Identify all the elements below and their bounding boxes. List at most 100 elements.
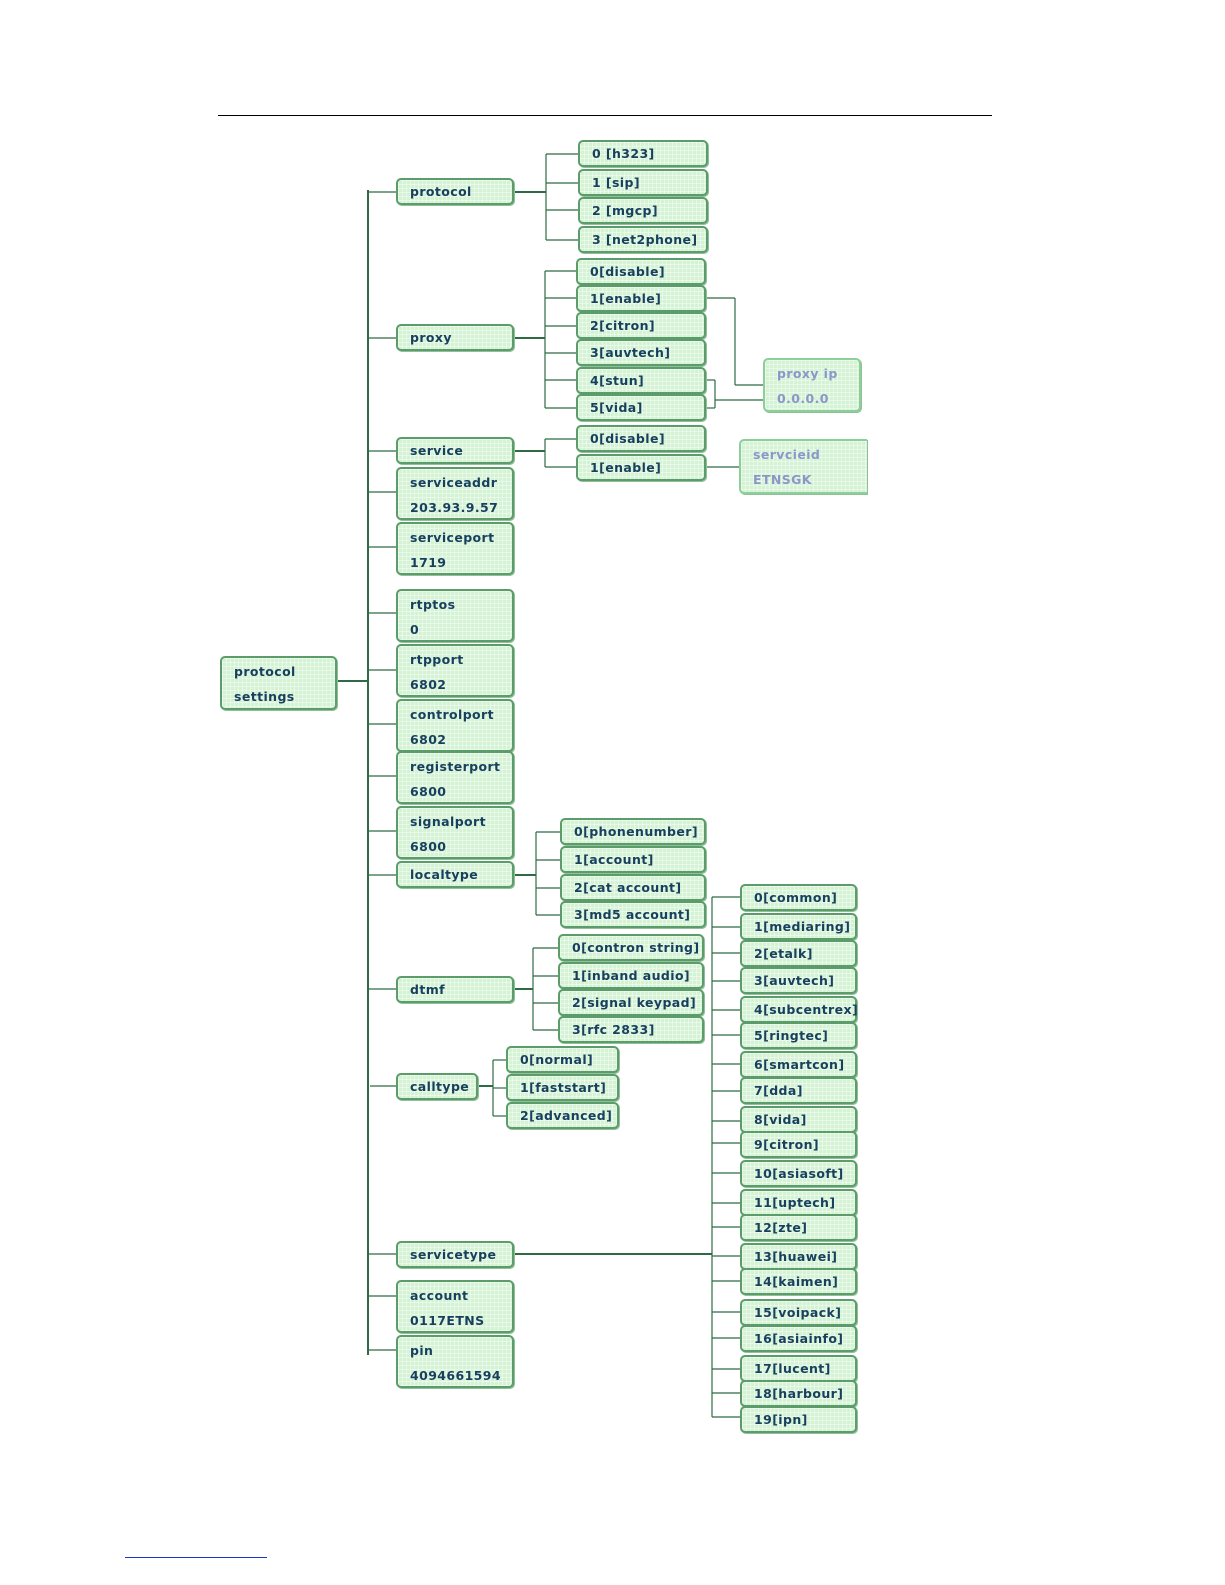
servicetype-option[interactable]: 5[ringtec]: [740, 1022, 857, 1049]
node-account[interactable]: account 0117ETNS: [396, 1280, 514, 1333]
proxy-option[interactable]: 0[disable]: [576, 258, 706, 285]
service-option[interactable]: 0[disable]: [576, 425, 706, 452]
service-id-node[interactable]: servcieid ETNSGK: [739, 439, 867, 494]
option-label: 0 [h323]: [592, 146, 655, 161]
node-rtpport[interactable]: rtpport 6802: [396, 644, 514, 697]
node-serviceaddr-label: serviceaddr: [410, 475, 498, 490]
dtmf-option[interactable]: 1[inband audio]: [558, 962, 704, 989]
node-localtype[interactable]: localtype: [396, 861, 514, 888]
option-label: 1 [sip]: [592, 175, 640, 190]
root-title: protocol: [234, 664, 296, 679]
node-dtmf[interactable]: dtmf: [396, 976, 514, 1003]
node-signalport[interactable]: signalport 6800: [396, 806, 514, 859]
option-label: 1[inband audio]: [572, 968, 691, 983]
node-calltype-label: calltype: [410, 1079, 470, 1094]
localtype-option[interactable]: 3[md5 account]: [560, 901, 706, 928]
servicetype-option[interactable]: 10[asiasoft]: [740, 1160, 857, 1187]
node-registerport[interactable]: registerport 6800: [396, 751, 514, 804]
option-label: 5[ringtec]: [754, 1028, 829, 1043]
node-service[interactable]: service: [396, 437, 514, 464]
option-label: 2[etalk]: [754, 946, 813, 961]
calltype-option[interactable]: 1[faststart]: [506, 1074, 619, 1101]
option-label: 3[auvtech]: [590, 345, 671, 360]
dtmf-option[interactable]: 3[rfc 2833]: [558, 1016, 704, 1043]
option-label: 11[uptech]: [754, 1195, 836, 1210]
node-pin-value: 4094661594: [410, 1368, 501, 1383]
servicetype-option[interactable]: 6[smartcon]: [740, 1051, 857, 1078]
node-controlport-value: 6802: [410, 732, 447, 747]
node-controlport[interactable]: controlport 6802: [396, 699, 514, 752]
option-label: 1[faststart]: [520, 1080, 607, 1095]
proxy-option[interactable]: 4[stun]: [576, 367, 706, 394]
localtype-option[interactable]: 1[account]: [560, 846, 706, 873]
node-rtpport-label: rtpport: [410, 652, 464, 667]
servicetype-option[interactable]: 0[common]: [740, 884, 857, 911]
servicetype-option[interactable]: 3[auvtech]: [740, 967, 857, 994]
servicetype-option[interactable]: 13[huawei]: [740, 1243, 857, 1270]
localtype-option[interactable]: 0[phonenumber]: [560, 818, 706, 845]
option-label: 1[enable]: [590, 460, 662, 475]
servicetype-option[interactable]: 1[mediaring]: [740, 913, 857, 940]
node-serviceaddr[interactable]: serviceaddr 203.93.9.57: [396, 467, 514, 520]
servicetype-option[interactable]: 15[voipack]: [740, 1299, 857, 1326]
protocol-option[interactable]: 0 [h323]: [578, 140, 708, 167]
servicetype-option[interactable]: 14[kaimen]: [740, 1268, 857, 1295]
node-rtptos[interactable]: rtptos 0: [396, 589, 514, 642]
option-label: 5[vida]: [590, 400, 643, 415]
option-label: 0[disable]: [590, 264, 665, 279]
servicetype-option[interactable]: 11[uptech]: [740, 1189, 857, 1216]
node-serviceport[interactable]: serviceport 1719: [396, 522, 514, 575]
service-option[interactable]: 1[enable]: [576, 454, 706, 481]
node-servicetype-label: servicetype: [410, 1247, 497, 1262]
dtmf-option[interactable]: 0[contron string]: [558, 934, 704, 961]
option-label: 4[stun]: [590, 373, 645, 388]
node-servicetype[interactable]: servicetype: [396, 1241, 514, 1268]
root-node[interactable]: protocol settings: [220, 656, 337, 710]
servicetype-option[interactable]: 9[citron]: [740, 1131, 857, 1158]
proxy-option[interactable]: 5[vida]: [576, 394, 706, 421]
protocol-option[interactable]: 1 [sip]: [578, 169, 708, 196]
option-label: 1[enable]: [590, 291, 662, 306]
proxy-option[interactable]: 3[auvtech]: [576, 339, 706, 366]
service-id-label: servcieid: [753, 447, 821, 462]
servicetype-option[interactable]: 8[vida]: [740, 1106, 857, 1133]
node-pin[interactable]: pin 4094661594: [396, 1335, 514, 1388]
servicetype-option[interactable]: 17[lucent]: [740, 1355, 857, 1382]
servicetype-option[interactable]: 18[harbour]: [740, 1380, 857, 1407]
option-label: 0[common]: [754, 890, 838, 905]
servicetype-option[interactable]: 7[dda]: [740, 1077, 857, 1104]
calltype-option[interactable]: 2[advanced]: [506, 1102, 619, 1129]
node-protocol[interactable]: protocol: [396, 178, 514, 205]
proxy-option[interactable]: 2[citron]: [576, 312, 706, 339]
option-label: 4[subcentrex]: [754, 1002, 859, 1017]
option-label: 14[kaimen]: [754, 1274, 839, 1289]
dtmf-option[interactable]: 2[signal keypad]: [558, 989, 704, 1016]
node-proxy-label: proxy: [410, 330, 452, 345]
proxy-option[interactable]: 1[enable]: [576, 285, 706, 312]
servicetype-option[interactable]: 16[asiainfo]: [740, 1325, 857, 1352]
proxy-ip-node[interactable]: proxy ip 0.0.0.0: [763, 358, 861, 412]
node-registerport-value: 6800: [410, 784, 447, 799]
option-label: 7[dda]: [754, 1083, 803, 1098]
option-label: 9[citron]: [754, 1137, 820, 1152]
node-calltype[interactable]: calltype: [396, 1073, 478, 1100]
option-label: 3[rfc 2833]: [572, 1022, 655, 1037]
option-label: 8[vida]: [754, 1112, 807, 1127]
protocol-option[interactable]: 2 [mgcp]: [578, 197, 708, 224]
option-label: 13[huawei]: [754, 1249, 838, 1264]
servicetype-option[interactable]: 12[zte]: [740, 1214, 857, 1241]
option-label: 0[contron string]: [572, 940, 700, 955]
node-dtmf-label: dtmf: [410, 982, 445, 997]
protocol-option[interactable]: 3 [net2phone]: [578, 226, 708, 253]
node-proxy[interactable]: proxy: [396, 324, 514, 351]
option-label: 2 [mgcp]: [592, 203, 659, 218]
calltype-option[interactable]: 0[normal]: [506, 1046, 619, 1073]
localtype-option[interactable]: 2[cat account]: [560, 874, 706, 901]
node-serviceport-value: 1719: [410, 555, 447, 570]
servicetype-option[interactable]: 2[etalk]: [740, 940, 857, 967]
node-localtype-label: localtype: [410, 867, 479, 882]
node-service-label: service: [410, 443, 464, 458]
node-protocol-label: protocol: [410, 184, 472, 199]
servicetype-option[interactable]: 19[ipn]: [740, 1406, 857, 1433]
servicetype-option[interactable]: 4[subcentrex]: [740, 996, 859, 1023]
